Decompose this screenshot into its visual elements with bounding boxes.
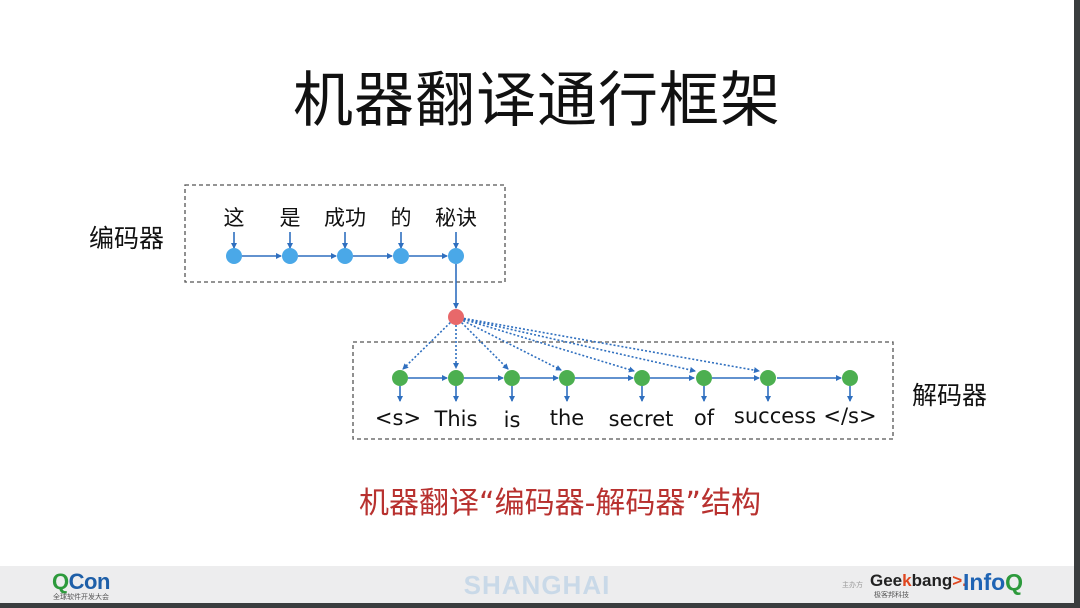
encoder-node <box>337 248 353 264</box>
decoder-token: the <box>549 406 585 430</box>
qcon-logo: QCon <box>52 569 110 594</box>
encoder-token: 秘诀 <box>435 206 477 230</box>
geekbang-subtitle: 极客邦科技 <box>874 591 909 599</box>
decoder-token: secret <box>608 407 674 431</box>
decoder-node <box>559 370 575 386</box>
decoder-node <box>760 370 776 386</box>
encoder-node <box>393 248 409 264</box>
decoder-node <box>448 370 464 386</box>
decoder-token: This <box>434 407 478 431</box>
footer-bar: QCon 全球软件开发大会 SHANGHAI 主办方 Geekbang>. 极客… <box>0 566 1074 603</box>
slide-title: 机器翻译通行框架 <box>293 66 781 136</box>
decoder-token: </s> <box>823 404 877 428</box>
encoder-token: 的 <box>390 206 412 230</box>
decoder-node <box>842 370 858 386</box>
decoder-label: 解码器 <box>912 381 988 410</box>
decoder-node <box>696 370 712 386</box>
decoder-token: success <box>733 404 817 428</box>
city-watermark: SHANGHAI <box>463 570 611 600</box>
infoq-logo: InfoQ <box>963 569 1024 595</box>
qcon-subtitle: 全球软件开发大会 <box>53 593 109 601</box>
encoder-label: 编码器 <box>89 224 165 253</box>
decoder-node <box>392 370 408 386</box>
encoder-node <box>282 248 298 264</box>
context-node <box>448 309 464 325</box>
decoder-node <box>504 370 520 386</box>
encoder-token: 成功 <box>324 206 366 230</box>
encoder-box <box>184 184 506 283</box>
encoder-token: 这 <box>223 206 245 230</box>
encoder-token: 是 <box>279 206 301 230</box>
diagram-caption: 机器翻译“编码器-解码器”结构 <box>359 486 761 521</box>
encoder-node <box>226 248 242 264</box>
decoder-node <box>634 370 650 386</box>
encoder-decoder-diagram <box>184 184 894 440</box>
host-label: 主办方 <box>842 581 863 589</box>
decoder-box <box>352 341 894 440</box>
geekbang-logo: Geekbang>. <box>870 571 967 590</box>
decoder-token: <s> <box>374 406 422 430</box>
decoder-token: of <box>693 406 715 430</box>
decoder-token: is <box>503 408 521 432</box>
encoder-node <box>448 248 464 264</box>
